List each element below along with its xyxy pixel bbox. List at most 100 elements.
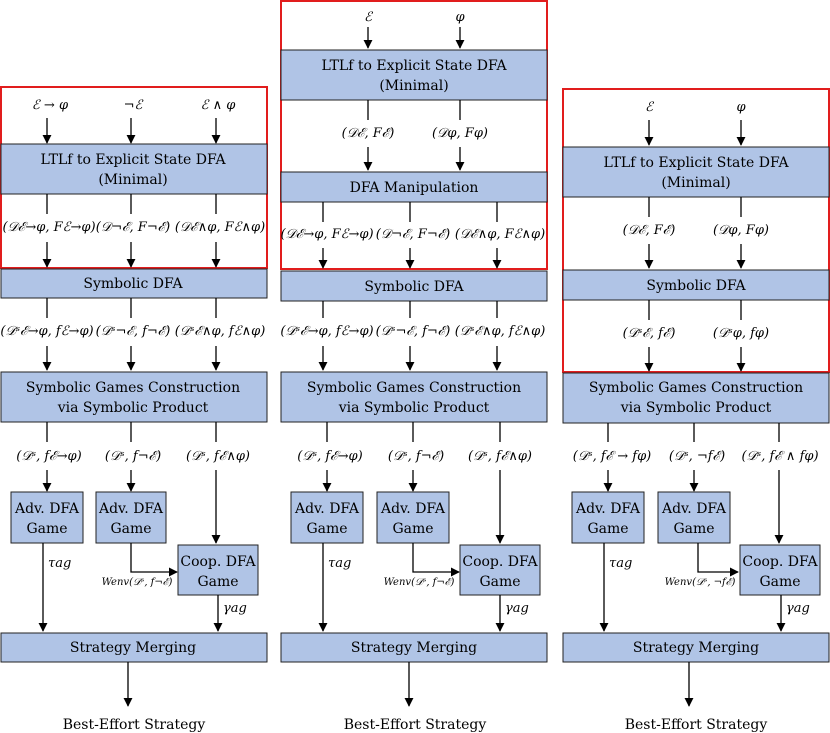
panel-1-gamma-label: γag xyxy=(223,601,247,616)
panel-1-symbolic-dfa-label: Symbolic DFA xyxy=(83,276,183,292)
panel-2-symbolic-out-3: (𝒟ˢℰ∧φ, fℰ∧φ) xyxy=(455,324,546,339)
panel-3-games-box xyxy=(562,372,830,424)
panel-3-games-line1: Symbolic Games Construction xyxy=(589,380,803,396)
panel-1-game-out-2: (𝒟ˢ, f¬ℰ) xyxy=(105,449,161,464)
panel-3-game-out-3: (𝒟ˢ, fℰ ∧ fφ) xyxy=(741,449,818,464)
panel-1-game-out-1: (𝒟ˢ, fℰ→φ) xyxy=(16,449,81,464)
panel-3-merging-box xyxy=(562,632,830,663)
panel-1-result-label: Best-Effort Strategy xyxy=(63,717,206,733)
panel-3-adv-game-env-box xyxy=(657,491,731,544)
panel-3-explicit-out-1: (𝒟ℰ, Fℰ) xyxy=(623,223,676,238)
panel-3-result-label: Best-Effort Strategy xyxy=(625,717,768,733)
panel-1-explicit-out-3: (𝒟ℰ∧φ, Fℰ∧φ) xyxy=(175,220,265,235)
panel-2-adv-game-env-box xyxy=(376,491,450,544)
panel-1-symbolic-out-3: (𝒟ˢℰ∧φ, fℰ∧φ) xyxy=(175,324,266,339)
panel-1-games-box xyxy=(0,371,268,423)
panel-2-coop-line2: Game xyxy=(479,574,520,590)
panel-3-adv-env-line1: Adv. DFA xyxy=(661,501,727,517)
panel-3-symbolic-out-2: (𝒟ˢφ, fφ) xyxy=(713,326,769,341)
panel-3-merging-label: Strategy Merging xyxy=(633,640,759,656)
panel-1-game-out-3: (𝒟ˢ, fℰ∧φ) xyxy=(186,449,250,464)
panel-1-merging-box xyxy=(0,632,268,663)
panel-3-symbolic-dfa-box xyxy=(562,269,830,301)
panel-3-ltlf-line2: (Minimal) xyxy=(661,175,730,191)
panel-3-gamma-label: γag xyxy=(786,601,810,616)
panel-2-tau-label: τag xyxy=(328,556,351,571)
panel-1-w-env-label: Wenv(𝒟ˢ, f¬ℰ) xyxy=(102,577,173,588)
panel-2: ℰ φ LTLf to Explicit State DFA (Minimal)… xyxy=(280,0,548,733)
panel-3-explicit-out-2: (𝒟φ, Fφ) xyxy=(713,223,769,238)
panel-3-symbolic-dfa-label: Symbolic DFA xyxy=(646,278,746,294)
panel-2-adv-game-box xyxy=(290,491,364,544)
panel-2-coop-line1: Coop. DFA xyxy=(462,554,538,570)
panel-1-coop-line2: Game xyxy=(197,574,238,590)
panel-2-explicit-out-1: (𝒟ℰ, Fℰ) xyxy=(342,126,395,141)
panel-1-coop-line1: Coop. DFA xyxy=(180,554,256,570)
panel-3-game-out-1: (𝒟ˢ, fℰ → fφ) xyxy=(573,449,652,464)
panel-1-adv-game-env-box xyxy=(95,491,167,544)
panel-2-games-line1: Symbolic Games Construction xyxy=(307,380,521,396)
panel-3-ltlf-line1: LTLf to Explicit State DFA xyxy=(603,155,789,171)
panel-2-w-env-label: Wenv(𝒟ˢ, f¬ℰ) xyxy=(384,577,455,588)
panel-2-symbolic-out-2: (𝒟ˢ¬ℰ, f¬ℰ) xyxy=(376,324,451,339)
panel-3-adv-game-box xyxy=(571,491,645,544)
panel-3-adv-line1: Adv. DFA xyxy=(575,501,641,517)
panel-2-adv-line2: Game xyxy=(306,521,347,537)
panel-1-input-3: ℰ ∧ φ xyxy=(201,98,237,113)
panel-3: ℰ φ LTLf to Explicit State DFA (Minimal)… xyxy=(562,88,830,733)
panel-1-adv-line1: Adv. DFA xyxy=(14,501,80,517)
panel-3-tau-label: τag xyxy=(609,556,632,571)
panel-1-adv-game-box xyxy=(10,491,84,544)
panel-2-explicit-out-2: (𝒟φ, Fφ) xyxy=(432,126,488,141)
panel-1-adv-env-line1: Adv. DFA xyxy=(98,501,164,517)
panel-1-games-line1: Symbolic Games Construction xyxy=(26,380,240,396)
panel-3-coop-line2: Game xyxy=(759,574,800,590)
panel-2-explicit-frame xyxy=(280,0,548,270)
panel-2-result-label: Best-Effort Strategy xyxy=(344,717,487,733)
panel-1-adv-line2: Game xyxy=(26,521,67,537)
panel-1-coop-game-box xyxy=(177,544,259,596)
panel-2-input-1: ℰ xyxy=(364,10,373,25)
panel-2-games-box xyxy=(280,371,548,423)
panel-2-ltlf-line2: (Minimal) xyxy=(379,78,448,94)
panel-3-input-1: ℰ xyxy=(645,100,654,115)
panel-2-symbolic-dfa-label: Symbolic DFA xyxy=(364,279,464,295)
panel-3-input-2: φ xyxy=(736,100,746,115)
panel-1-adv-env-line2: Game xyxy=(110,521,151,537)
panel-2-game-out-1: (𝒟ˢ, fℰ→φ) xyxy=(297,449,362,464)
panel-1-input-2: ¬ℰ xyxy=(124,98,144,113)
panel-2-coop-game-box xyxy=(459,544,541,596)
panel-2-adv-env-line2: Game xyxy=(392,521,433,537)
panel-3-symbolic-out-1: (𝒟ˢℰ, fℰ) xyxy=(623,326,676,341)
panel-2-merging-label: Strategy Merging xyxy=(351,640,477,656)
panel-3-coop-game-box xyxy=(739,544,821,596)
panel-1-explicit-out-2: (𝒟¬ℰ, F¬ℰ) xyxy=(96,220,171,235)
panel-2-manip-out-3: (𝒟ℰ∧φ, Fℰ∧φ) xyxy=(455,227,545,242)
panel-3-coop-line1: Coop. DFA xyxy=(742,554,818,570)
panel-2-merging-box xyxy=(280,632,548,663)
panel-1-symbolic-out-2: (𝒟ˢ¬ℰ, f¬ℰ) xyxy=(96,324,171,339)
panel-1-symbolic-out-1: (𝒟ˢℰ→φ, fℰ→φ) xyxy=(0,324,93,339)
panel-2-ltlf-line1: LTLf to Explicit State DFA xyxy=(321,58,507,74)
panel-2-manip-out-2: (𝒟¬ℰ, F¬ℰ) xyxy=(376,227,451,242)
panel-2-game-out-3: (𝒟ˢ, fℰ∧φ) xyxy=(468,449,532,464)
panel-1: ℰ → φ ¬ℰ ℰ ∧ φ LTLf to Explicit State DF… xyxy=(0,86,268,733)
panel-1-explicit-out-1: (𝒟ℰ→φ, Fℰ→φ) xyxy=(2,220,95,235)
panel-3-game-out-2: (𝒟ˢ, ¬fℰ) xyxy=(669,449,725,464)
panel-2-symbolic-out-1: (𝒟ˢℰ→φ, fℰ→φ) xyxy=(280,324,373,339)
panel-2-manipulation-label: DFA Manipulation xyxy=(350,180,479,196)
panel-2-gamma-label: γag xyxy=(505,601,529,616)
panel-2-adv-env-line1: Adv. DFA xyxy=(380,501,446,517)
panel-2-games-line2: via Symbolic Product xyxy=(338,400,490,416)
panel-2-symbolic-dfa-box xyxy=(280,270,548,302)
panel-1-games-line2: via Symbolic Product xyxy=(57,400,209,416)
panel-3-games-line2: via Symbolic Product xyxy=(620,400,772,416)
panel-1-ltlf-line2: (Minimal) xyxy=(98,172,167,188)
panel-2-adv-line1: Adv. DFA xyxy=(294,501,360,517)
panel-1-ltlf-box xyxy=(0,143,268,195)
panel-1-merging-label: Strategy Merging xyxy=(70,640,196,656)
panel-1-input-1: ℰ → φ xyxy=(32,98,69,113)
panel-1-ltlf-line1: LTLf to Explicit State DFA xyxy=(40,152,226,168)
panel-1-symbolic-dfa-box xyxy=(0,268,268,299)
